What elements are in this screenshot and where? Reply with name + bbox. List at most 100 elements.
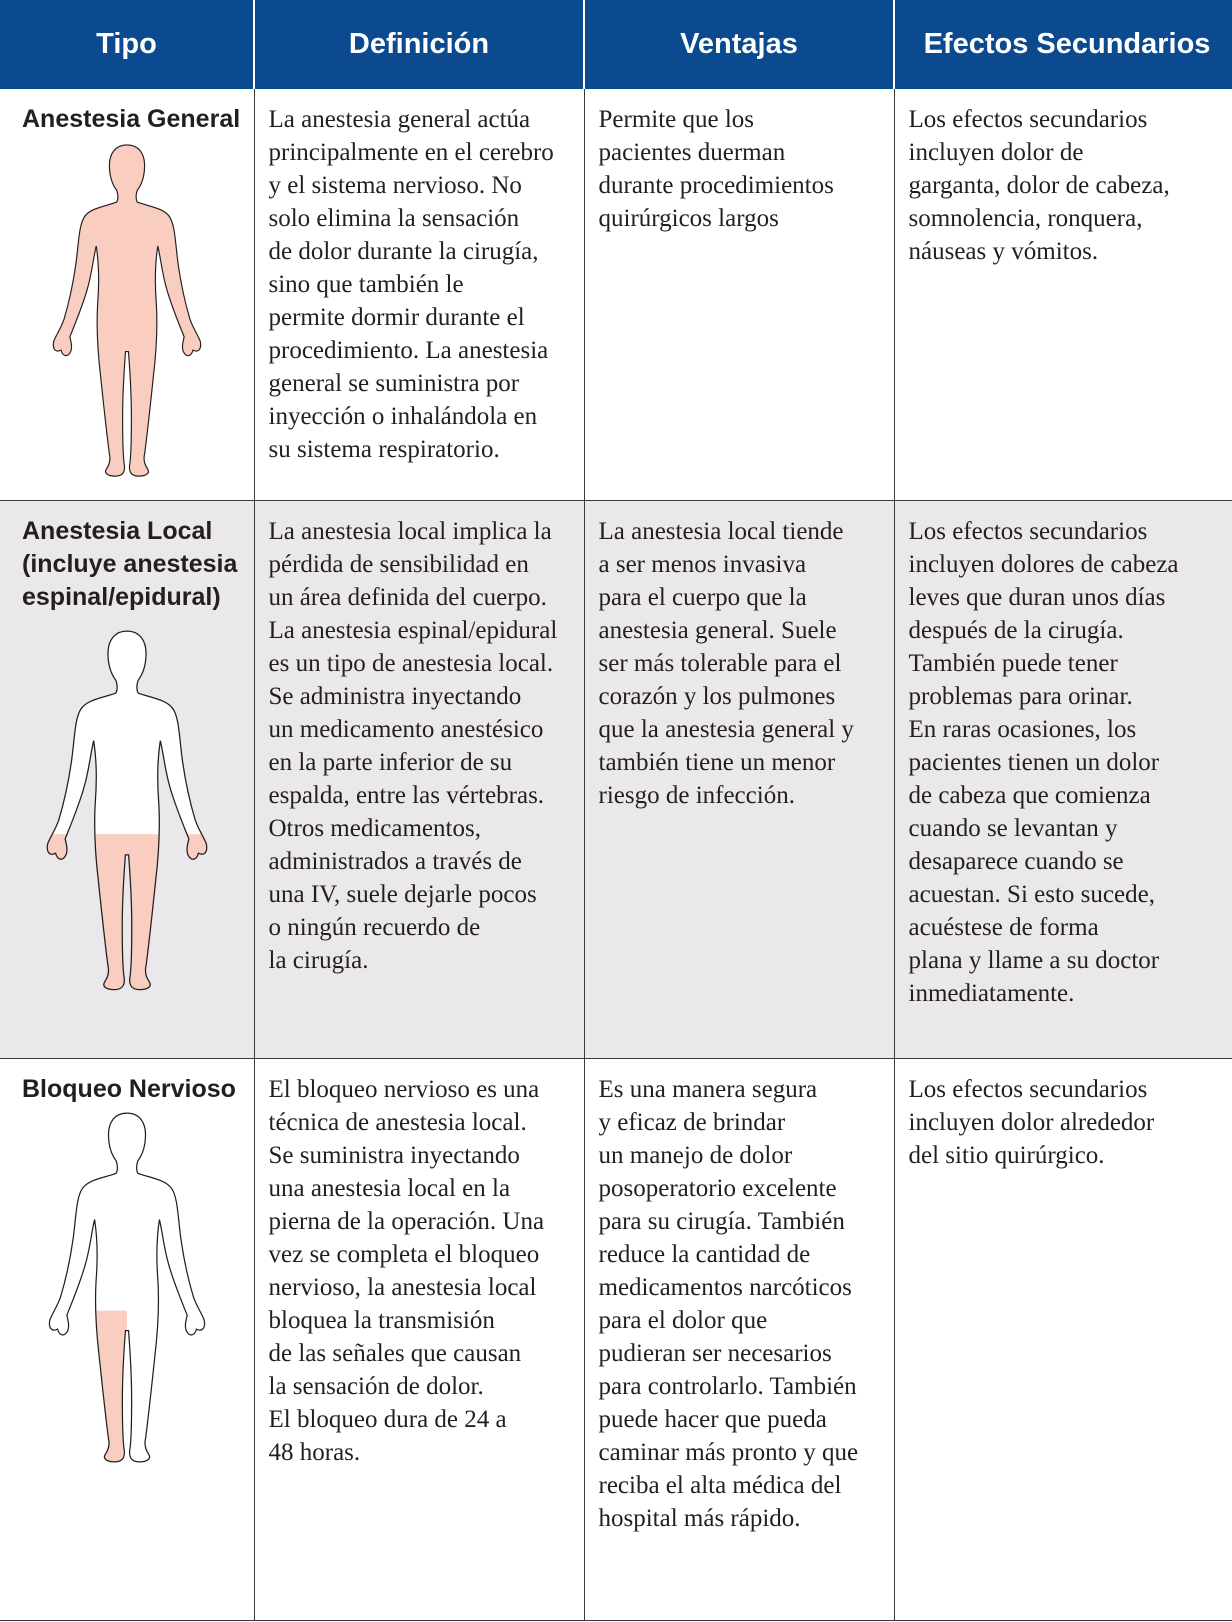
advantages-cell: Permite que los pacientes duerman durant…: [584, 89, 895, 501]
text-line: Los efectos secundarios: [908, 106, 1148, 133]
side-effects-text: Los efectos secundarios incluyen dolor d…: [895, 89, 1232, 268]
text-line: durante procedimientos: [598, 172, 834, 199]
text-line: pacientes duerman: [598, 139, 786, 166]
type-title-line: Anestesia General: [22, 105, 241, 133]
text-line: En raras ocasiones, los: [908, 716, 1137, 743]
text-line: desaparece cuando se: [908, 848, 1124, 875]
text-line: es un tipo de anestesia local.: [268, 650, 554, 677]
text-line: pudieran ser necesarios: [598, 1340, 832, 1367]
text-line: inmediatamente.: [908, 980, 1075, 1007]
text-line: para su cirugía. También: [598, 1208, 845, 1235]
text-line: incluyen dolor de: [908, 139, 1084, 166]
text-line: general se suministra por: [268, 370, 520, 397]
text-line: del sitio quirúrgico.: [908, 1142, 1105, 1169]
text-line: cuando se levantan y: [908, 815, 1118, 842]
text-line: pérdida de sensibilidad en: [268, 551, 529, 578]
type-cell: Bloqueo Nervioso: [0, 1058, 255, 1621]
type-cell: Anestesia Local (incluye anestesia espin…: [0, 500, 255, 1059]
text-line: y eficaz de brindar: [598, 1109, 786, 1136]
type-title: Anestesia General: [0, 89, 254, 136]
side-effects-cell: Los efectos secundarios incluyen dolores…: [894, 500, 1232, 1059]
text-line: administrados a través de: [268, 848, 522, 875]
text-line: Permite que los: [598, 106, 755, 133]
type-cell: Anestesia General: [0, 89, 255, 501]
text-line: para el dolor que: [598, 1307, 768, 1334]
text-line: somnolencia, ronquera,: [908, 205, 1143, 232]
text-line: de dolor durante la cirugía,: [268, 238, 539, 265]
definition-cell: El bloqueo nervioso es una técnica de an…: [254, 1058, 585, 1621]
text-line: El bloqueo nervioso es una: [268, 1076, 540, 1103]
text-line: a ser menos invasiva: [598, 551, 807, 578]
text-line: reduce la cantidad de: [598, 1241, 811, 1268]
text-line: solo elimina la sensación: [268, 205, 520, 232]
text-line: Se suministra inyectando: [268, 1142, 520, 1169]
text-line: una anestesia local en la: [268, 1175, 511, 1202]
text-line: El bloqueo dura de 24 a: [268, 1406, 507, 1433]
text-line: acuéstese de forma: [908, 914, 1099, 941]
text-line: un área definida del cuerpo.: [268, 584, 547, 611]
text-line: caminar más pronto y que: [598, 1439, 859, 1466]
text-line: Los efectos secundarios: [908, 1076, 1148, 1103]
header-efectos: Efectos Secundarios: [893, 0, 1232, 89]
text-line: medicamentos narcóticos: [598, 1274, 852, 1301]
text-line: técnica de anestesia local.: [268, 1109, 527, 1136]
text-line: quirúrgicos largos: [598, 205, 779, 232]
text-line: que la anestesia general y: [598, 716, 854, 743]
text-line: 48 horas.: [268, 1439, 361, 1466]
side-effects-cell: Los efectos secundarios incluyen dolor a…: [894, 1058, 1232, 1621]
text-line: acuestan. Si esto sucede,: [908, 881, 1155, 908]
text-line: también tiene un menor: [598, 749, 836, 776]
text-line: pierna de la operación. Una: [268, 1208, 545, 1235]
text-line: vez se completa el bloqueo: [268, 1241, 540, 1268]
text-line: incluyen dolores de cabeza: [908, 551, 1179, 578]
header-definicion: Definición: [253, 0, 585, 89]
text-line: principalmente en el cerebro: [268, 139, 554, 166]
leg-figure-icon: [48, 1112, 206, 1463]
definition-text: La anestesia local implica la pérdida de…: [255, 501, 584, 977]
text-line: su sistema respiratorio.: [268, 436, 500, 463]
text-line: anestesia general. Suele: [598, 617, 837, 644]
text-line: de cabeza que comienza: [908, 782, 1151, 809]
text-line: La anestesia local implica la: [268, 518, 552, 545]
text-line: procedimiento. La anestesia: [268, 337, 549, 364]
definition-cell: La anestesia local implica la pérdida de…: [254, 500, 585, 1059]
text-line: posoperatorio excelente: [598, 1175, 837, 1202]
text-line: Es una manera segura: [598, 1076, 818, 1103]
text-line: la sensación de dolor.: [268, 1373, 484, 1400]
text-line: para controlarlo. También: [598, 1373, 857, 1400]
header-ventajas: Ventajas: [583, 0, 895, 89]
text-line: o ningún recuerdo de: [268, 914, 481, 941]
text-line: Los efectos secundarios: [908, 518, 1148, 545]
text-line: espalda, entre las vértebras.: [268, 782, 545, 809]
table-row-local: Anestesia Local (incluye anestesia espin…: [0, 500, 1232, 1059]
text-line: riesgo de infección.: [598, 782, 795, 809]
text-line: Se administra inyectando: [268, 683, 522, 710]
type-title-line: espinal/epidural): [22, 583, 221, 611]
text-line: problemas para orinar.: [908, 683, 1133, 710]
text-line: de las señales que causan: [268, 1340, 522, 1367]
text-line: La anestesia local tiende: [598, 518, 844, 545]
text-line: permite dormir durante el: [268, 304, 525, 331]
text-line: plana y llame a su doctor: [908, 947, 1160, 974]
full-body-figure-icon: [52, 144, 202, 477]
type-title: Bloqueo Nervioso: [0, 1059, 254, 1106]
side-effects-cell: Los efectos secundarios incluyen dolor d…: [894, 89, 1232, 501]
text-line: en la parte inferior de su: [268, 749, 513, 776]
text-line: pacientes tienen un dolor: [908, 749, 1160, 776]
text-line: También puede tener: [908, 650, 1118, 677]
text-line: reciba el alta médica del: [598, 1472, 842, 1499]
text-line: una IV, suele dejarle pocos: [268, 881, 537, 908]
text-line: hospital más rápido.: [598, 1505, 801, 1532]
advantages-cell: La anestesia local tiende a ser menos in…: [584, 500, 895, 1059]
text-line: la cirugía.: [268, 947, 369, 974]
text-line: un medicamento anestésico: [268, 716, 544, 743]
lower-body-figure-icon: [46, 630, 208, 991]
type-title-line: Anestesia Local: [22, 517, 213, 545]
text-line: puede hacer que pueda: [598, 1406, 827, 1433]
definition-text: La anestesia general actúa principalment…: [255, 89, 584, 466]
text-line: bloquea la transmisión: [268, 1307, 495, 1334]
table-row-nerve-block: Bloqueo Nervioso El bloqueo nervioso es …: [0, 1058, 1232, 1621]
header-row: Tipo Definición Ventajas Efectos Secunda…: [0, 0, 1232, 89]
definition-text: El bloqueo nervioso es una técnica de an…: [255, 1059, 584, 1469]
